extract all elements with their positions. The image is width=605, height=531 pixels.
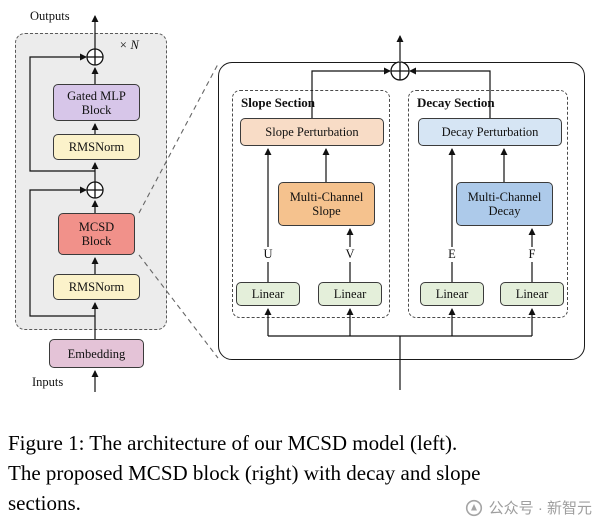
figure-caption-line3: sections. [8, 491, 81, 515]
decay-perturbation-label: Decay Perturbation [441, 125, 539, 139]
decay-perturbation-block: Decay Perturbation [418, 118, 562, 146]
multi-channel-slope-label-line1: Multi-Channel [289, 190, 364, 204]
watermark-text: 公众号 · 新智元 [488, 500, 592, 517]
add-operator-icon-top-left [86, 48, 104, 66]
mcsd-label-line1: MCSD [78, 220, 115, 234]
inputs-label: Inputs [32, 375, 64, 389]
rmsnorm-top-block: RMSNorm [53, 134, 140, 160]
residual-connection-lower [29, 186, 95, 317]
watermark: 公众号 · 新智元 [465, 497, 592, 518]
watermark-logo-icon [465, 499, 482, 516]
rmsnorm-bottom-label: RMSNorm [68, 280, 125, 294]
zoom-dashed-connectors [138, 63, 219, 359]
slope-section-box [232, 90, 390, 318]
u-variable-label: U [260, 247, 276, 262]
figure-caption-line2: The proposed MCSD block (right) with dec… [8, 461, 481, 485]
add-operator-icons [86, 48, 410, 199]
linear-block-decay-left: Linear [420, 282, 484, 306]
multi-channel-decay-label-line1: Multi-Channel [467, 190, 542, 204]
left-flow-arrows [29, 15, 99, 392]
linear-label: Linear [333, 287, 367, 301]
linear-block-slope-right: Linear [318, 282, 382, 306]
mcsd-label-line2: Block [81, 234, 112, 248]
e-variable-label: E [445, 247, 459, 262]
residual-connection-upper [29, 53, 95, 172]
multi-channel-slope-label-line2: Slope [312, 204, 341, 218]
embedding-label: Embedding [67, 346, 126, 361]
decay-output-line [409, 67, 491, 118]
linear-label: Linear [251, 287, 285, 301]
figure-caption-line1: Figure 1: The architecture of our MCSD m… [8, 431, 458, 455]
decay-section-box [408, 90, 568, 318]
linear-block-slope-left: Linear [236, 282, 300, 306]
gated-mlp-block: Gated MLP Block [53, 84, 140, 121]
slope-perturbation-label: Slope Perturbation [265, 125, 359, 139]
multi-channel-slope-block: Multi-Channel Slope [278, 182, 375, 226]
multi-channel-decay-label-line2: Decay [488, 204, 521, 218]
repeat-n-label: × N [119, 38, 139, 52]
outputs-label: Outputs [30, 9, 70, 23]
f-variable-label: F [525, 247, 539, 262]
add-operator-icon-right [390, 61, 410, 81]
decay-section-title: Decay Section [417, 95, 495, 110]
linear-label: Linear [515, 287, 549, 301]
linear-block-decay-right: Linear [500, 282, 564, 306]
multi-channel-decay-block: Multi-Channel Decay [456, 182, 553, 226]
mcsd-block: MCSD Block [58, 213, 135, 255]
slope-perturbation-block: Slope Perturbation [240, 118, 384, 146]
add-operator-icon-mid-left [86, 181, 104, 199]
figure-caption: Figure 1: The architecture of our MCSD m… [8, 428, 602, 518]
slope-output-line [311, 67, 391, 118]
gated-mlp-label-line1: Gated MLP [67, 88, 126, 103]
slope-section-title: Slope Section [241, 95, 316, 110]
gated-mlp-label-line2: Block [81, 102, 112, 117]
rmsnorm-top-label: RMSNorm [68, 140, 125, 154]
embedding-block: Embedding [49, 339, 144, 368]
linear-label: Linear [435, 287, 469, 301]
v-variable-label: V [342, 247, 358, 262]
rmsnorm-bottom-block: RMSNorm [53, 274, 140, 300]
